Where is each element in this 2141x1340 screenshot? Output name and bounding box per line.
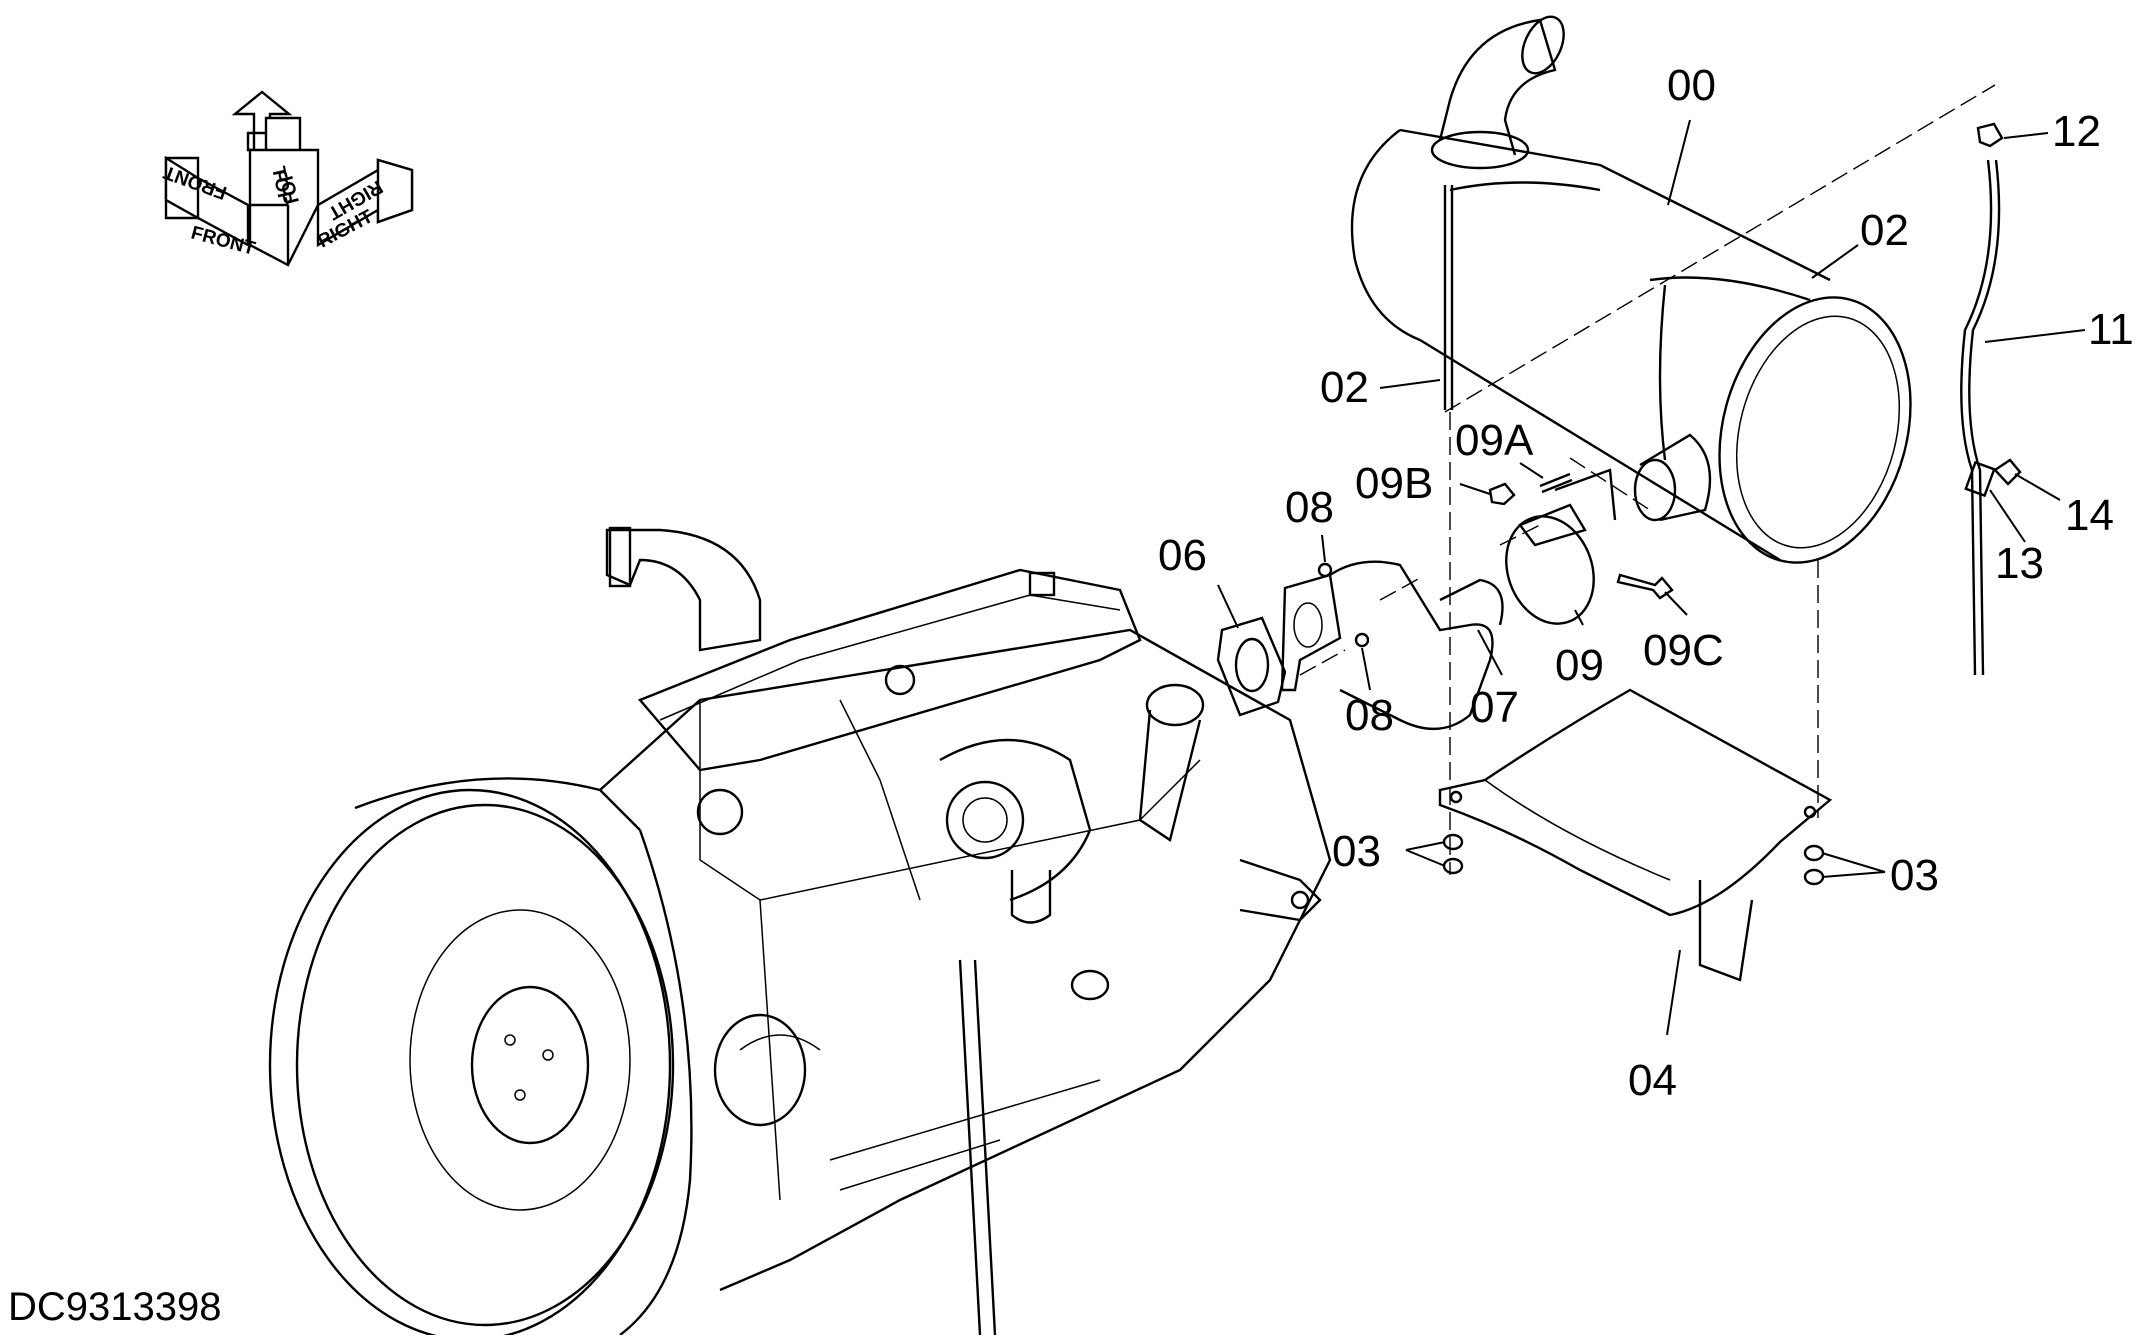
part-labels: 00 02 02 12 11 14 13 09A 09B 08 06 09 09… (1158, 61, 2134, 1105)
heat-shield-04 (1438, 688, 1833, 982)
label-part-09C: 09C (1643, 626, 1724, 675)
rod-11 (1960, 159, 2001, 676)
gasket-06 (1216, 616, 1287, 717)
label-part-08-bottom: 08 (1345, 691, 1394, 740)
label-part-11: 11 (2088, 305, 2134, 354)
label-part-03-right: 03 (1890, 851, 1939, 900)
orientation-indicator: FRONT FRONT TOP TOP RIGHT RIGHT (161, 90, 414, 267)
muffler-00 (1350, 15, 1912, 564)
band-02-right (1658, 284, 1667, 461)
label-part-09B: 09B (1355, 459, 1433, 508)
label-part-06: 06 (1158, 531, 1207, 580)
label-part-07: 07 (1470, 683, 1519, 732)
label-part-13: 13 (1995, 539, 2044, 588)
label-part-02-right: 02 (1860, 206, 1909, 255)
band-02-left (1443, 184, 1454, 410)
nut-09B (1488, 482, 1516, 506)
label-part-03-left: 03 (1332, 827, 1381, 876)
nut-12 (1976, 122, 2004, 148)
clamp-09 (1505, 468, 1617, 625)
bolt-14 (1993, 458, 2022, 486)
label-part-09A: 09A (1455, 416, 1534, 465)
label-part-02-left: 02 (1320, 363, 1369, 412)
label-part-12: 12 (2052, 107, 2101, 156)
washer-08-bottom (1354, 632, 1370, 648)
nuts-03-left (1442, 833, 1464, 875)
label-part-00: 00 (1667, 61, 1716, 110)
nuts-03-right (1803, 844, 1825, 886)
label-part-08-top: 08 (1285, 483, 1334, 532)
engine-assembly (268, 526, 1332, 1340)
label-part-09: 09 (1555, 641, 1604, 690)
bolt-09C (1616, 573, 1674, 600)
pin-09A (1539, 472, 1571, 488)
drawing-id: DC9313398 (8, 1285, 222, 1329)
label-part-04: 04 (1628, 1056, 1677, 1105)
leader-lines (1217, 119, 2086, 1036)
label-part-14: 14 (2065, 491, 2114, 540)
washer-08-top (1317, 562, 1333, 578)
